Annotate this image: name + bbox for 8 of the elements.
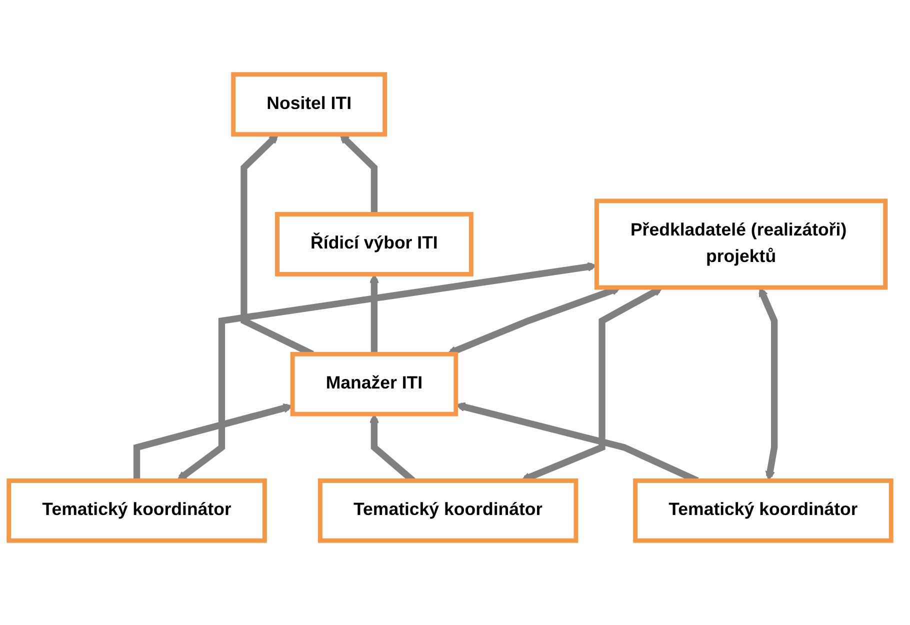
node-box: Manažer ITI: [290, 352, 458, 416]
node-box: Předkladatelé (realizátoři) projektů: [594, 198, 888, 290]
node-box: Tematický koordinátor: [6, 478, 267, 543]
node-box: Nositel ITI: [231, 72, 388, 137]
node-box: Tematický koordinátor: [318, 478, 578, 543]
arrow: [133, 403, 293, 481]
node-box: Řídicí výbor ITI: [275, 212, 474, 276]
node-box: Tematický koordinátor: [633, 478, 894, 543]
